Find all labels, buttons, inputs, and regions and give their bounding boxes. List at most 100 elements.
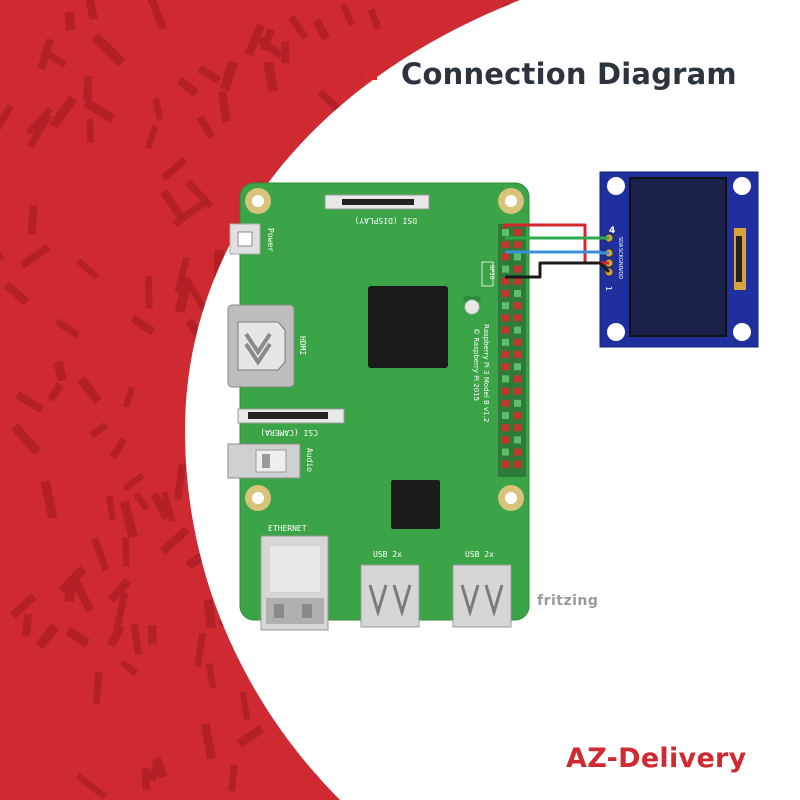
background-dash (288, 15, 309, 41)
ethernet-label: ETHERNET (268, 524, 307, 533)
background-dash (20, 244, 51, 269)
background-dash (172, 199, 207, 228)
background-dash (91, 536, 110, 572)
background-dash (64, 11, 75, 31)
background-dash (239, 691, 251, 721)
background-dash (122, 537, 130, 567)
gpio-pin (502, 326, 509, 334)
usb-right-label: USB 2x (465, 550, 494, 559)
background-dash (160, 189, 184, 219)
model-text: Raspberry Pi 3 Model B v1.2 (482, 324, 490, 422)
background-dash (15, 390, 44, 413)
background-dash (54, 318, 80, 339)
background-dash (49, 95, 78, 129)
background-dash (317, 155, 348, 185)
gpio-pin (502, 338, 509, 346)
background-dash (105, 495, 116, 521)
background-dash (92, 671, 103, 705)
background-dash (219, 60, 239, 92)
background-dash (280, 41, 290, 64)
gpio-pin (514, 290, 521, 297)
gpio-pin (514, 351, 521, 358)
copyright-text: © Raspberry Pi 2015 (472, 328, 480, 401)
usb-port-left (360, 564, 420, 628)
background-dash (173, 463, 187, 500)
gpio-pin (502, 363, 509, 371)
gpio-pin (514, 338, 521, 346)
header: Connection Diagram (366, 52, 737, 96)
gpio-pin (514, 363, 521, 371)
background-dash (69, 575, 94, 613)
background-dash (332, 735, 351, 757)
gpio-pin (502, 314, 509, 322)
page-title: Connection Diagram (401, 57, 737, 91)
background-dash (147, 624, 157, 645)
hdmi-port (227, 304, 295, 388)
background-dash (424, 133, 458, 157)
oled-pin-number-first: 1 (604, 286, 613, 291)
audio-label: Audio (305, 448, 314, 472)
hdmi-label: HDMI (298, 336, 307, 355)
background-dash (27, 205, 38, 235)
background-dash (174, 277, 193, 314)
background-dash (317, 90, 344, 114)
gpio-pin (514, 399, 521, 407)
background-dash (502, 2, 520, 32)
background-dash (151, 756, 168, 779)
background-dash (9, 593, 37, 619)
background-dash (26, 113, 52, 149)
background-dash (205, 663, 217, 689)
background-dash (10, 423, 42, 456)
background-dash (196, 115, 215, 139)
background-dash (484, 21, 516, 57)
background-dash (25, 106, 54, 135)
background-dash (160, 156, 187, 182)
gpio-pin (502, 436, 509, 444)
background-dash (147, 0, 167, 31)
background-dash (119, 659, 139, 677)
background-dash (85, 0, 98, 21)
gpio-pin (502, 277, 509, 285)
background-dash (197, 65, 222, 84)
dsi-label: DSI (DISPLAY) (354, 216, 417, 225)
fritzing-watermark: fritzing (537, 593, 599, 609)
background-dash (83, 98, 116, 123)
background-dash (340, 3, 355, 26)
background-dash (194, 632, 207, 668)
background-dash (152, 97, 164, 121)
oled-screen (629, 177, 727, 337)
background-dash (368, 766, 385, 793)
gpio-pin (514, 412, 521, 419)
audio-jack (227, 443, 301, 479)
usb-left-label: USB 2x (373, 550, 402, 559)
gpio-pin (514, 424, 521, 432)
title-bullet-icon (366, 68, 377, 80)
gpio-pin (514, 277, 521, 285)
background-dash (159, 526, 190, 555)
raspberry-pi-board: DSI (DISPLAY) Power HDMI CSI (CAMERA) Au… (227, 182, 530, 631)
wire-gnd-black (505, 261, 600, 279)
oled-pin-labels: VDD GND SCK SDA (617, 237, 623, 279)
lan-chip (391, 480, 440, 529)
background-dash (219, 493, 242, 519)
gpio-pin (514, 253, 521, 261)
gpio-pin (502, 302, 509, 310)
csi-connector (237, 408, 345, 424)
background-dash (200, 723, 216, 760)
gpio-pin (514, 326, 521, 334)
gpio-pin (502, 265, 509, 273)
background-dash (76, 258, 100, 280)
gpio-pin (502, 412, 509, 419)
csi-label: CSI (CAMERA) (260, 428, 318, 437)
background-dash (203, 599, 216, 629)
gpio-pin (502, 399, 509, 407)
oled-pin-label-vdd: VDD (617, 268, 623, 279)
background-dash (145, 275, 153, 309)
background-dash (236, 725, 265, 748)
gpio-pin (514, 265, 521, 273)
background-dash (176, 76, 200, 98)
gpio-pin (514, 241, 521, 249)
gpio-pin (514, 436, 521, 444)
background-dash (65, 626, 90, 648)
